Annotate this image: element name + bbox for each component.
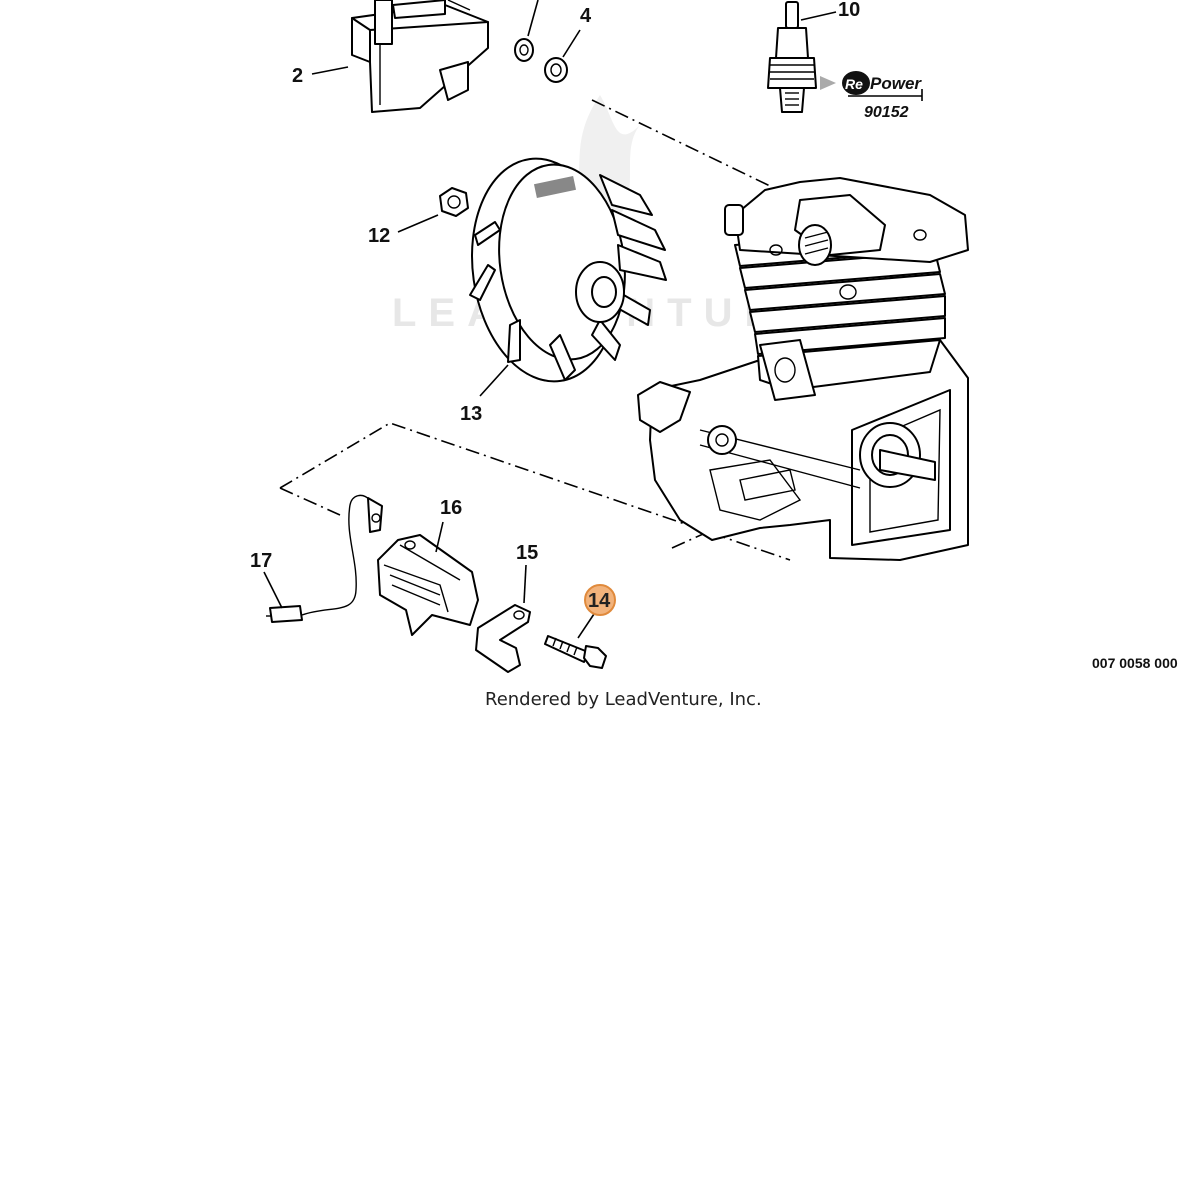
callout-14[interactable]: 14	[588, 590, 611, 612]
render-credit: Rendered by LeadVenture, Inc.	[485, 689, 762, 710]
arrow-icon	[820, 76, 836, 90]
figure-id: 007 0058 000	[1092, 655, 1178, 671]
callout-15: 15	[516, 542, 538, 564]
callout-4: 4	[580, 5, 592, 27]
callout-14-highlight[interactable]: 14	[584, 584, 616, 616]
callout-16: 16	[440, 497, 462, 519]
ground-wire	[266, 494, 383, 623]
callout-13: 13	[460, 403, 482, 425]
bracket	[377, 534, 479, 636]
highlight-circle	[584, 584, 616, 616]
brand-part-number: 90152	[864, 104, 909, 121]
flywheel-nut	[439, 187, 469, 217]
callout-2: 2	[292, 65, 303, 87]
callout-10: 10	[838, 0, 860, 21]
screw	[544, 635, 607, 669]
spark-plug	[767, 1, 817, 113]
engine-assembly	[637, 177, 969, 561]
washer-parts	[514, 0, 581, 83]
clip	[475, 604, 531, 673]
flywheel	[469, 157, 667, 383]
ignition-module	[351, 0, 489, 113]
brand-name: Power	[870, 74, 922, 93]
brand-mark: Re	[845, 76, 863, 92]
callout-17: 17	[250, 550, 272, 572]
callout-12: 12	[368, 225, 390, 247]
repower-logo: Re Power 90152	[820, 71, 923, 121]
